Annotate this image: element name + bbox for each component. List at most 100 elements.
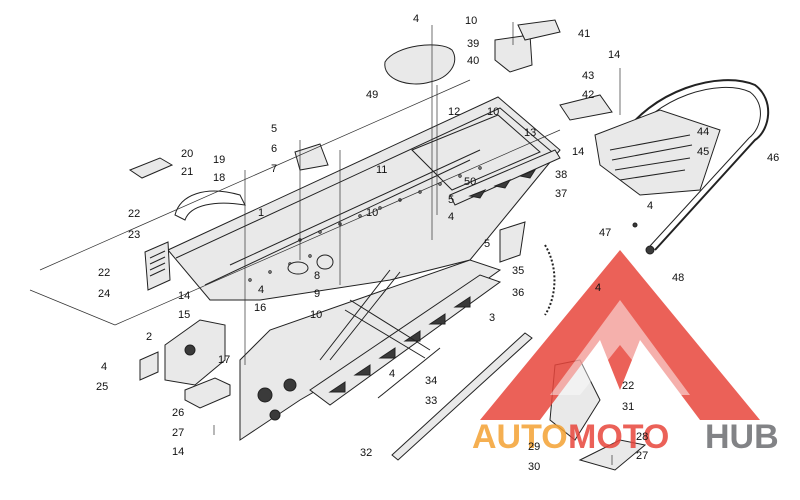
callout-8: 8	[314, 270, 320, 282]
grab-handle	[174, 190, 246, 221]
callout-19: 19	[213, 154, 225, 166]
callout-22: 22	[98, 267, 110, 279]
callout-44: 44	[697, 126, 709, 138]
callout-1: 1	[258, 207, 264, 219]
bracket-25	[139, 351, 159, 381]
foot-plate-30	[578, 439, 647, 471]
callout-23: 23	[128, 229, 140, 241]
flap-ribs	[609, 134, 693, 181]
callout-26: 26	[172, 407, 184, 419]
callout-24: 24	[98, 288, 110, 300]
callout-32: 32	[360, 447, 372, 459]
cushion-49	[384, 44, 456, 85]
callout-28: 28	[636, 431, 648, 443]
callout-5: 5	[448, 194, 454, 206]
callout-18: 18	[213, 172, 225, 184]
watermark-text-moto: MOTO	[568, 418, 669, 456]
rear-bumper	[619, 79, 770, 251]
callout-14: 14	[608, 49, 620, 61]
automotohub-watermark: AUTO MOTO HUB	[472, 250, 779, 456]
rail-cutouts	[328, 296, 471, 393]
tunnel-rear-opening	[411, 114, 541, 191]
hose-36	[544, 244, 556, 316]
callout-22: 22	[622, 380, 634, 392]
callout-27: 27	[172, 427, 184, 439]
callout-49: 49	[366, 89, 378, 101]
callout-4: 4	[389, 368, 395, 380]
front-bracket	[164, 319, 226, 386]
bracket-39-40	[494, 34, 533, 73]
callout-37: 37	[555, 188, 567, 200]
callout-36: 36	[512, 287, 524, 299]
callout-48: 48	[672, 272, 684, 284]
callout-10: 10	[487, 106, 499, 118]
callout-14: 14	[572, 146, 584, 158]
callout-6: 6	[271, 143, 277, 155]
callout-46: 46	[767, 152, 779, 164]
callout-20: 20	[181, 148, 193, 160]
callout-50: 50	[464, 176, 476, 188]
watermark-text-hub: HUB	[705, 418, 779, 456]
thin-bar	[377, 347, 441, 399]
callout-47: 47	[599, 227, 611, 239]
callout-43: 43	[582, 70, 594, 82]
callout-12: 12	[448, 106, 460, 118]
callout-13: 13	[524, 127, 536, 139]
upper-right-rail	[449, 149, 561, 206]
callout-9: 9	[314, 288, 320, 300]
plate-8	[287, 261, 309, 275]
tail-piece	[559, 94, 613, 121]
callout-29: 29	[528, 441, 540, 453]
callout-labels: 4 10 41 39 40 49 14 43 42 12 10 13 44 14…	[96, 13, 779, 473]
callout-4: 4	[258, 284, 264, 296]
pad-20	[128, 157, 174, 179]
callout-4: 4	[595, 282, 601, 294]
callout-41: 41	[578, 28, 590, 40]
callout-34: 34	[425, 375, 437, 387]
callout-14: 14	[172, 446, 184, 458]
callout-2: 2	[146, 331, 152, 343]
callout-4: 4	[647, 200, 653, 212]
callout-17: 17	[218, 354, 230, 366]
callout-33: 33	[425, 395, 437, 407]
lower-rail	[309, 274, 502, 406]
callout-15: 15	[178, 309, 190, 321]
callout-30: 30	[528, 461, 540, 473]
grill-slats	[149, 250, 166, 277]
clip-41	[517, 19, 561, 41]
callout-5: 5	[271, 123, 277, 135]
callout-25: 25	[96, 381, 108, 393]
callout-40: 40	[467, 55, 479, 67]
callout-10: 10	[310, 309, 322, 321]
callout-45: 45	[697, 146, 709, 158]
slide-rail-bar	[391, 332, 533, 461]
callout-10: 10	[465, 15, 477, 27]
callout-35: 35	[512, 265, 524, 277]
callout-27: 27	[636, 450, 648, 462]
plate-9	[316, 254, 334, 270]
callout-42: 42	[582, 89, 594, 101]
callout-21: 21	[181, 166, 193, 178]
watermark-text-auto: AUTO	[472, 418, 568, 456]
side-panel-cutouts	[257, 378, 297, 421]
bracket-35	[499, 221, 526, 263]
leader-lines	[213, 22, 621, 465]
callout-11: 11	[376, 164, 387, 176]
watermark-triangle-logo	[480, 250, 760, 420]
callout-4: 4	[101, 361, 107, 373]
callout-10: 10	[366, 207, 378, 219]
bracket-7	[294, 143, 329, 171]
callout-4: 4	[413, 13, 419, 25]
parts-drawing	[29, 19, 770, 471]
callout-39: 39	[467, 38, 479, 50]
callout-14: 14	[178, 290, 190, 302]
callout-5: 5	[484, 238, 490, 250]
callout-7: 7	[271, 163, 277, 175]
callout-4: 4	[448, 211, 454, 223]
snow-flap	[594, 109, 721, 196]
tunnel-top-panel	[167, 96, 561, 301]
callout-31: 31	[622, 401, 634, 413]
callout-22: 22	[128, 208, 140, 220]
callout-38: 38	[555, 169, 567, 181]
